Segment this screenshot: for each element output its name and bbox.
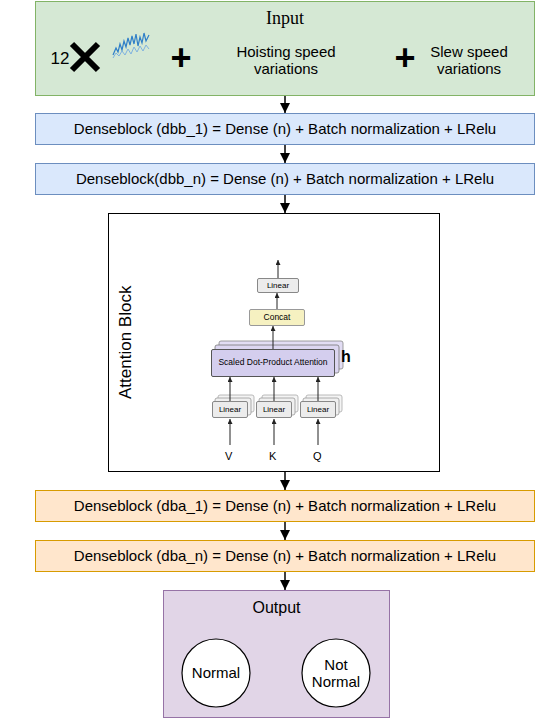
output-arrow	[278, 260, 279, 278]
flow-arrow	[284, 195, 286, 213]
input-arrow	[230, 419, 231, 445]
input-name: Q	[313, 451, 322, 462]
node-text: Normal	[190, 664, 242, 681]
flow-arrow	[284, 96, 286, 113]
input-name: K	[269, 451, 276, 462]
linear-box: Linear	[212, 401, 248, 418]
linear-box: Linear	[256, 401, 292, 418]
linear-box: Linear	[300, 401, 336, 418]
dense-block: Denseblock (dba_n) = Dense (n) + Batch n…	[35, 540, 535, 572]
node-text: Linear	[305, 405, 331, 414]
block-title: Attention Block	[113, 214, 139, 471]
output-title: Output	[164, 596, 389, 620]
node-text: Denseblock (dbb_1) = Dense (n) + Batch n…	[72, 120, 498, 137]
input-name: V	[225, 451, 232, 462]
flow-arrow	[230, 377, 231, 401]
class-circle: Normal	[181, 638, 251, 708]
node-text: Scaled Dot-Product Attention	[216, 358, 329, 368]
signal-icon	[113, 45, 149, 58]
multiply-symbol	[72, 44, 98, 70]
flow-arrow	[318, 377, 319, 401]
dense-block: Denseblock (dbb_1) = Dense (n) + Batch n…	[35, 113, 535, 145]
attention-head-box: Scaled Dot-Product Attention	[211, 349, 335, 377]
node-text: Linear	[217, 405, 243, 414]
input-feature: Hoisting speed variations	[221, 38, 351, 82]
dense-block: Denseblock(dbb_n) = Dense (n) + Batch no…	[35, 163, 535, 195]
node-text: Linear	[265, 281, 291, 290]
input-arrow	[318, 419, 319, 445]
circle-outline	[302, 639, 370, 707]
flow-arrow	[284, 472, 286, 490]
linear-box: Linear	[257, 278, 299, 293]
concat-box: Concat	[249, 309, 305, 326]
plus-sign: +	[388, 38, 422, 78]
signal-icon	[113, 33, 149, 55]
flow-arrow	[284, 145, 286, 163]
flow-arrow	[277, 293, 278, 309]
node-text: Not Normal	[307, 656, 365, 691]
class-circle: Not Normal	[301, 638, 371, 708]
input-feature: Slew speed variations	[414, 38, 524, 82]
input-title: Input	[36, 5, 534, 31]
output-box: OutputNormal Not Normal	[163, 590, 390, 718]
circle-outline	[182, 639, 250, 707]
input-arrow	[274, 419, 275, 445]
dense-block: Denseblock (dba_1) = Dense (n) + Batch n…	[35, 490, 535, 522]
node-text: Denseblock (dba_n) = Dense (n) + Batch n…	[72, 547, 498, 564]
flow-arrow	[274, 377, 275, 401]
input-box: Input12+Hoisting speed variations+Slew s…	[35, 1, 535, 96]
node-text: Denseblock (dba_1) = Dense (n) + Batch n…	[72, 497, 498, 514]
flow-arrow	[284, 522, 286, 540]
flow-arrow	[284, 572, 286, 590]
attention-block: Attention BlockLinearConcatScaled Dot-Pr…	[108, 213, 440, 472]
count-number: 12	[46, 47, 74, 71]
node-text: Linear	[261, 405, 287, 414]
head-count: h	[341, 349, 351, 365]
plus-sign: +	[164, 38, 198, 78]
node-text: Concat	[262, 313, 293, 323]
flow-arrow	[273, 326, 274, 349]
node-text: Denseblock(dbb_n) = Dense (n) + Batch no…	[74, 170, 496, 187]
